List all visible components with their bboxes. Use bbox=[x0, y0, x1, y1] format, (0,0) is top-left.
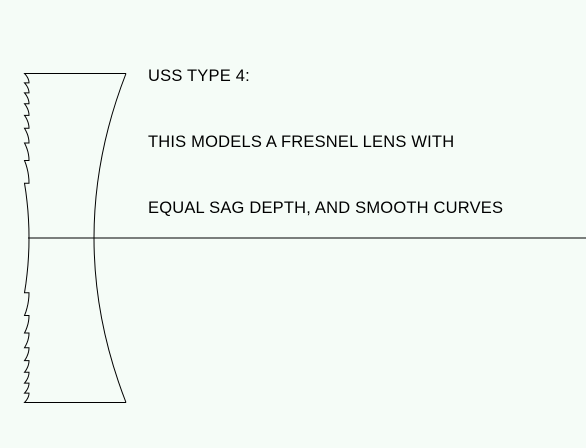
lens-fresnel-surface bbox=[23, 73, 31, 403]
caption-title: USS TYPE 4: bbox=[148, 67, 250, 85]
lens-right-surface bbox=[93, 73, 127, 403]
caption-description-line-2: EQUAL SAG DEPTH, AND SMOOTH CURVES bbox=[148, 199, 504, 217]
diagram-caption: USS TYPE 4: THIS MODELS A FRESNEL LENS W… bbox=[148, 21, 503, 263]
caption-description-line-1: THIS MODELS A FRESNEL LENS WITH bbox=[148, 133, 455, 151]
